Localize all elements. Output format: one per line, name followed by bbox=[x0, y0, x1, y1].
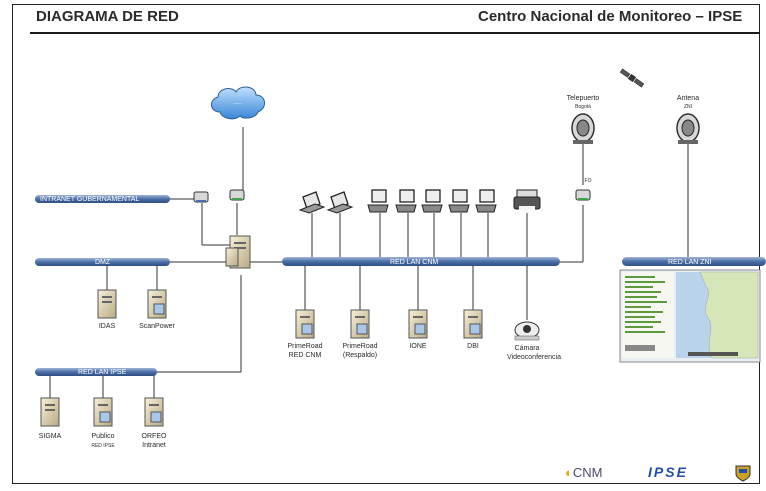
intranet-bus bbox=[35, 195, 170, 203]
lan-ipse-bus bbox=[35, 368, 157, 376]
server-icon bbox=[463, 309, 483, 339]
primeroad-backup-sublabel: (Respaldo) bbox=[343, 352, 377, 359]
lan-zni-bus bbox=[622, 257, 766, 266]
printer-icon bbox=[513, 189, 541, 210]
antenna-label: Antena bbox=[677, 95, 699, 102]
internet-cloud-icon: ~~~~ bbox=[211, 86, 265, 120]
primeroad-label: PrimeRoad bbox=[287, 343, 322, 350]
server-icon bbox=[408, 309, 428, 339]
server-icon bbox=[40, 397, 60, 427]
publico-label: Publico bbox=[92, 433, 115, 440]
fiber-label: FO bbox=[585, 178, 592, 184]
antenna-sublabel: ZNI bbox=[684, 104, 692, 110]
server-icon bbox=[147, 289, 167, 319]
orfeo-label: ORFEO bbox=[142, 433, 167, 440]
workstation-icon bbox=[395, 189, 417, 213]
primeroad-backup-label: PrimeRoad bbox=[342, 343, 377, 350]
antenna-dish-icon bbox=[676, 113, 700, 144]
laptop-icon bbox=[298, 191, 326, 214]
videoconference-camera-icon bbox=[514, 321, 540, 341]
ione-label: IONE bbox=[409, 343, 426, 350]
dbi-label: DBI bbox=[467, 343, 479, 350]
workstation-icon bbox=[421, 189, 443, 213]
intranet-label: INTRANET GUBERNAMENTAL bbox=[40, 196, 139, 203]
sigma-label: SIGMA bbox=[39, 433, 62, 440]
server-icon bbox=[93, 397, 113, 427]
primeroad-sublabel: RED CNM bbox=[289, 352, 322, 359]
server-icon bbox=[350, 309, 370, 339]
title-divider bbox=[30, 32, 760, 34]
server-icon bbox=[295, 309, 315, 339]
router-icon bbox=[193, 191, 209, 203]
satellite-icon bbox=[619, 68, 645, 88]
dmz-bus bbox=[35, 258, 170, 266]
teleport-sublabel: Bogotá bbox=[575, 104, 591, 110]
center-title: Centro Nacional de Monitoreo – IPSE bbox=[478, 8, 743, 25]
workstation-icon bbox=[475, 189, 497, 213]
cnm-logo: ◐CNM bbox=[565, 465, 603, 480]
workstation-icon bbox=[367, 189, 389, 213]
ipse-logo: IPSE bbox=[648, 464, 688, 480]
lan-zni-label: RED LAN ZNI bbox=[668, 259, 712, 266]
cnm-swirl-icon: ◐ bbox=[565, 465, 573, 480]
camera-label: Cámara bbox=[515, 345, 540, 352]
teleport-label: Telepuerto bbox=[567, 95, 600, 102]
server-icon bbox=[97, 289, 117, 319]
firewall-server-icon bbox=[225, 235, 251, 269]
idas-label: IDAS bbox=[99, 323, 116, 330]
svg-text:~~~~: ~~~~ bbox=[233, 101, 243, 106]
router-icon bbox=[229, 189, 245, 201]
lan-ipse-label: RED LAN IPSE bbox=[78, 369, 127, 376]
laptop-icon bbox=[326, 191, 354, 214]
server-icon bbox=[144, 397, 164, 427]
zni-map-thumbnail bbox=[619, 269, 761, 363]
workstation-icon bbox=[448, 189, 470, 213]
orfeo-sublabel: Intranet bbox=[142, 442, 166, 449]
lan-cnm-bus bbox=[282, 257, 560, 266]
teleport-dish-icon bbox=[571, 113, 595, 144]
connection-lines bbox=[49, 127, 689, 398]
publico-sublabel: RED IPSE bbox=[91, 443, 115, 449]
lan-cnm-label: RED LAN CNM bbox=[390, 259, 438, 266]
coat-of-arms-icon bbox=[734, 464, 752, 482]
scanpower-label: ScanPower bbox=[139, 323, 175, 330]
camera-sublabel: Videoconferencia bbox=[507, 354, 561, 361]
dmz-label: DMZ bbox=[95, 259, 111, 266]
router-icon bbox=[575, 189, 591, 201]
diagram-frame bbox=[12, 4, 760, 484]
diagram-title: DIAGRAMA DE RED bbox=[36, 8, 179, 25]
